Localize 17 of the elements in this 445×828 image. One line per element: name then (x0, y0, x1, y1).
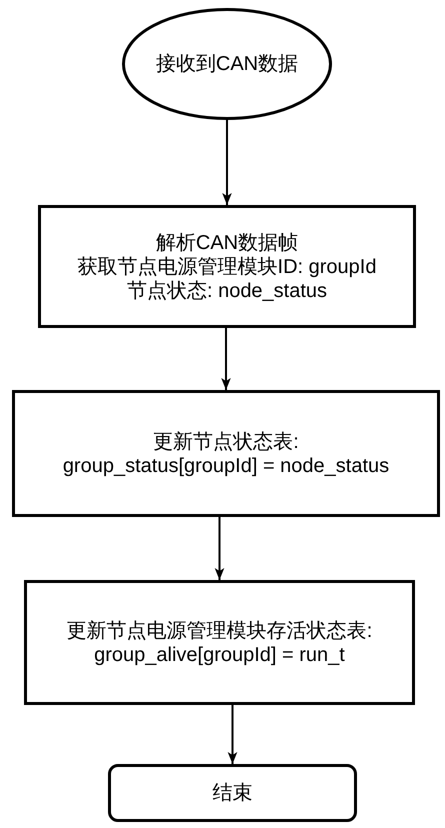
node-text: 接收到CAN数据 (156, 52, 298, 76)
process-box (38, 205, 416, 328)
process-box (12, 390, 440, 517)
node-text: 获取节点电源管理模块ID: groupId (78, 254, 376, 278)
node-text: 更新节点状态表: (153, 430, 299, 454)
arrow (221, 328, 231, 390)
terminal-box (108, 764, 357, 822)
node-text: 结束 (212, 781, 252, 805)
node-text: 节点状态: node_status (126, 278, 328, 302)
arrow (222, 120, 232, 205)
node-text: 更新节点电源管理模块存活状态表: (66, 618, 372, 642)
arrow (214, 517, 224, 580)
process-box (24, 580, 415, 705)
arrow (228, 705, 238, 764)
node-text: group_status[groupId] = node_status (62, 454, 390, 478)
node-text: 解析CAN数据帧 (156, 230, 298, 254)
node-text: group_alive[groupId] = run_t (94, 642, 345, 666)
